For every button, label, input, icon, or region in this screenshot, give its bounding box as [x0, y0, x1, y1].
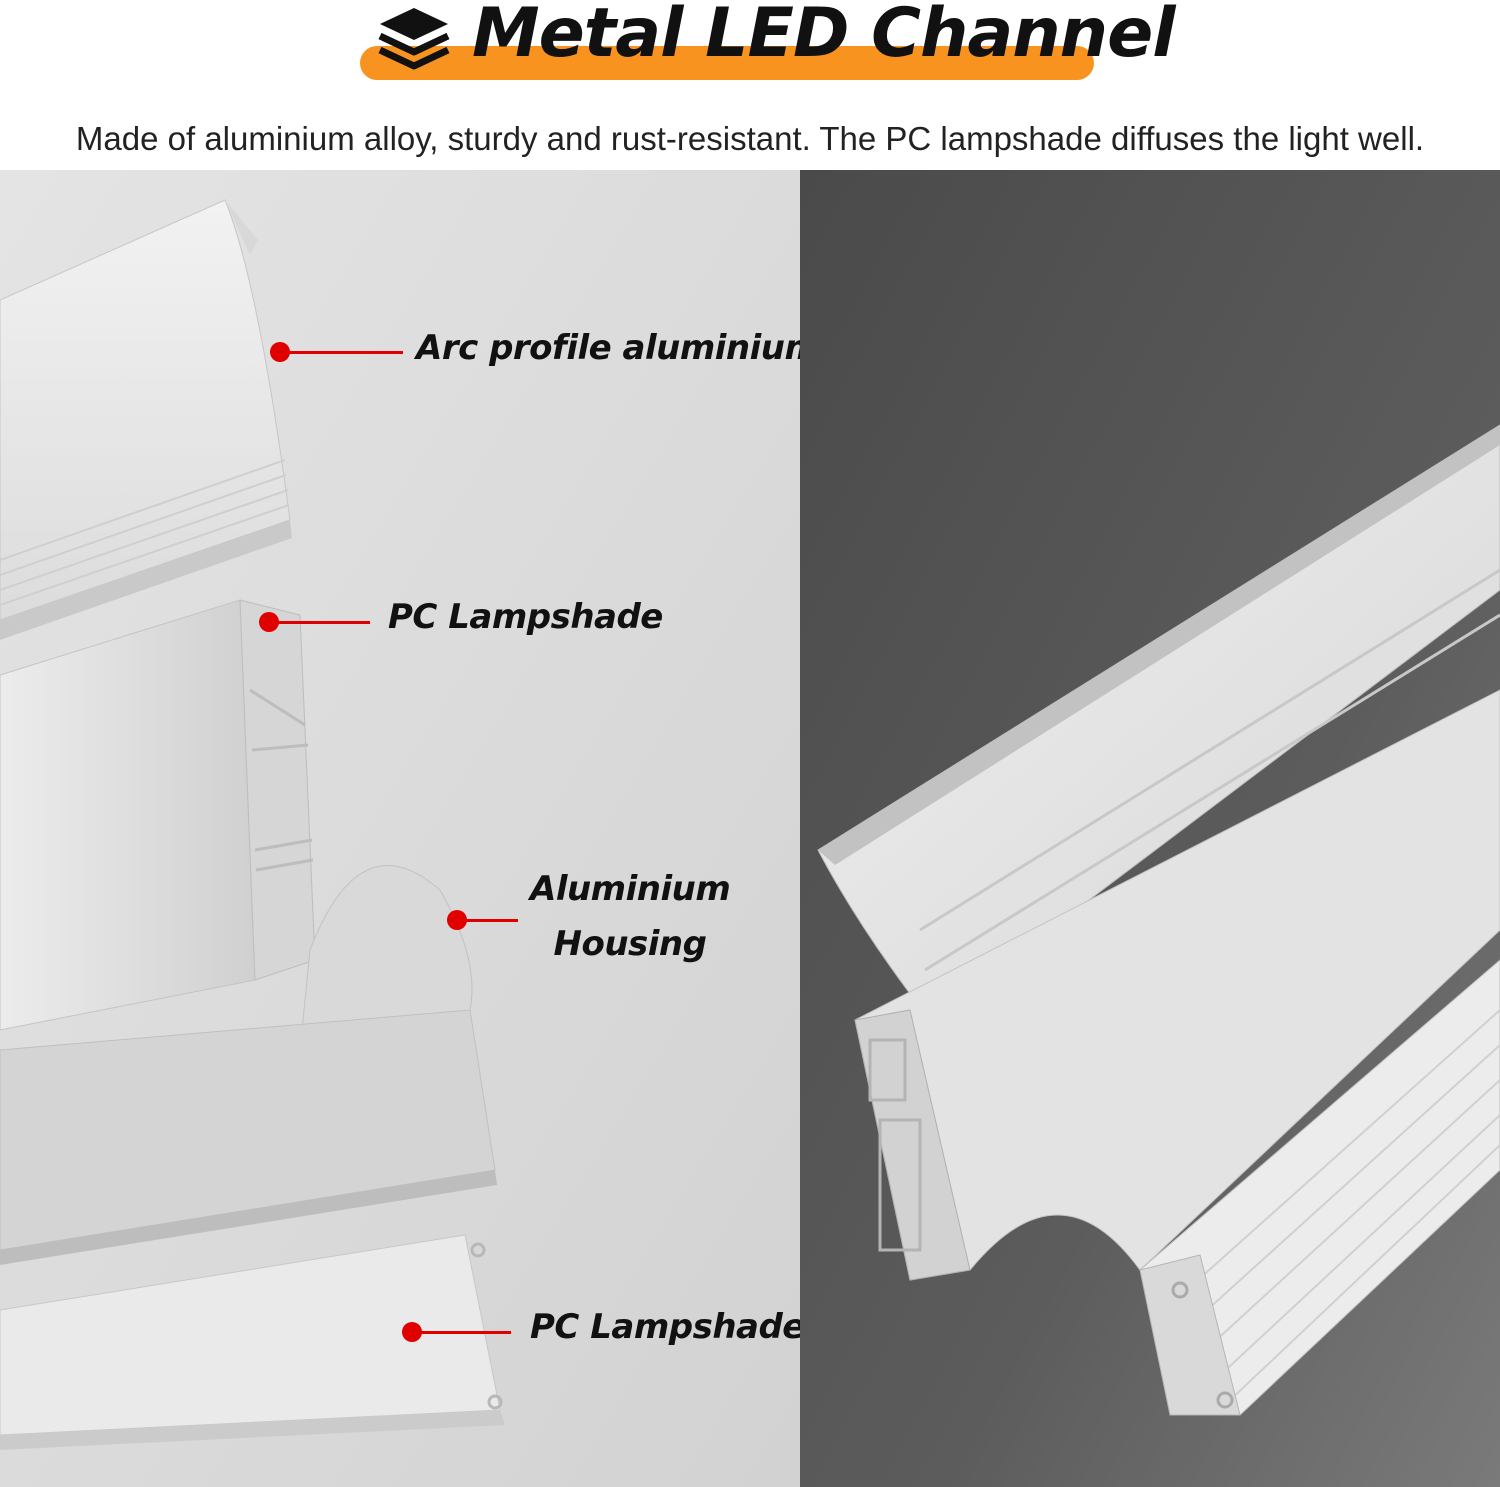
- subtitle: Made of aluminium alloy, sturdy and rust…: [75, 120, 1425, 157]
- callout-housing-line1: Aluminium: [530, 869, 731, 909]
- header: Metal LED Channel Made of aluminium allo…: [0, 0, 1500, 170]
- callout-aluminium-housing: Aluminium Housing: [530, 862, 731, 972]
- callout-line-lampshade-top: [274, 621, 370, 624]
- assembled-view-illustration: [800, 170, 1500, 1487]
- title-banner: Metal LED Channel: [360, 0, 1176, 82]
- callout-line-housing: [462, 919, 518, 922]
- layers-icon: [378, 8, 450, 70]
- callout-housing-line2: Housing: [553, 924, 707, 964]
- exploded-view-illustration: [0, 170, 800, 1487]
- product-photo-exploded: Arc profile aluminium PC Lampshade Alumi…: [0, 170, 800, 1487]
- page-title: Metal LED Channel: [472, 0, 1176, 73]
- callout-arc-profile: Arc profile aluminium: [416, 328, 800, 368]
- product-photo-assembled: [800, 170, 1500, 1487]
- callout-pc-lampshade-bottom: PC Lampshade: [530, 1307, 800, 1347]
- callout-pc-lampshade-top: PC Lampshade: [388, 597, 663, 637]
- title-accent-bar: [360, 46, 1094, 80]
- callout-dot-lampshade-top: [259, 612, 279, 632]
- callout-dot-arc: [270, 342, 290, 362]
- callout-dot-lampshade-bottom: [402, 1322, 422, 1342]
- callout-dot-housing: [447, 910, 467, 930]
- callout-line-arc: [285, 351, 403, 354]
- callout-line-lampshade-bottom: [417, 1331, 511, 1334]
